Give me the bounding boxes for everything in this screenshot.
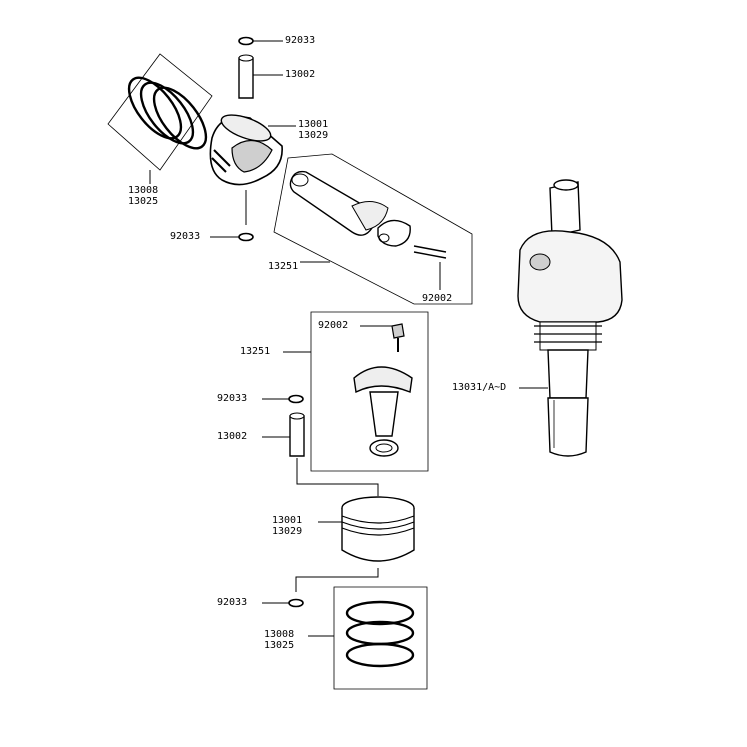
label-circlip-top-lower: 92033 — [217, 393, 248, 404]
label-pin-upper: 13002 — [285, 69, 316, 80]
label-bolt-upper: 92002 — [422, 293, 453, 304]
label-conrod-lower: 13251 — [240, 346, 271, 357]
label-circlip-top-upper: 92033 — [285, 35, 316, 46]
label-circlip-bottom-lower: 92033 — [217, 597, 248, 608]
label-rings-upper-2: 13025 — [128, 196, 159, 207]
circlip-bottom-upper — [210, 234, 253, 241]
label-pin-lower: 13002 — [217, 431, 248, 442]
label-crankshaft: 13031/A~D — [452, 382, 507, 393]
circlip-top-lower — [262, 396, 303, 403]
label-piston-lower-2: 13029 — [272, 526, 303, 537]
label-rings-lower-2: 13025 — [264, 640, 295, 651]
label-piston-lower-1: 13001 — [272, 515, 303, 526]
label-rings-lower-1: 13008 — [264, 629, 295, 640]
label-piston-upper-1: 13001 — [298, 119, 329, 130]
piston-pin-upper — [239, 55, 283, 98]
label-piston-upper-2: 13029 — [298, 130, 329, 141]
label-circlip-bottom-upper: 92033 — [170, 231, 201, 242]
piston-lower — [295, 497, 414, 592]
piston-upper — [210, 110, 296, 225]
label-conrod-upper: 13251 — [268, 261, 299, 272]
piston-rings-upper — [108, 54, 216, 184]
label-bolt-lower: 92002 — [318, 320, 349, 331]
crankshaft — [518, 180, 622, 456]
label-rings-upper-1: 13008 — [128, 185, 159, 196]
piston-rings-lower — [308, 587, 427, 689]
connecting-rod-upper — [274, 154, 472, 304]
piston-pin-lower — [262, 413, 379, 496]
connecting-rod-lower — [283, 312, 428, 471]
circlip-bottom-lower — [262, 600, 303, 607]
circlip-top-upper — [239, 38, 283, 45]
